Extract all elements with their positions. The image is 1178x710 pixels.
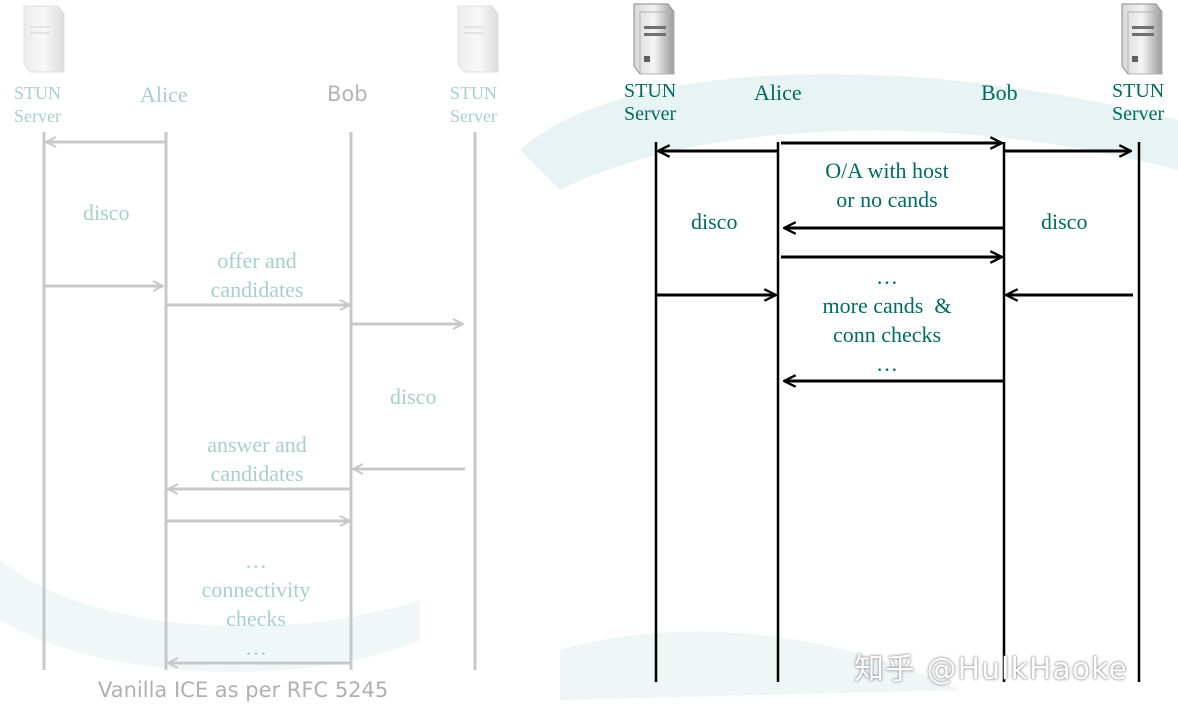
label-line: … bbox=[245, 548, 267, 573]
alice-label: Alice bbox=[140, 82, 188, 107]
disco-label: disco bbox=[390, 384, 437, 409]
label-line: offer and bbox=[217, 248, 297, 273]
label-line: STUN bbox=[450, 83, 498, 103]
disco-label-right: disco bbox=[1041, 209, 1088, 234]
checks-label: … connectivity checks … bbox=[186, 546, 326, 662]
server-icon bbox=[23, 5, 65, 73]
label-line: Server bbox=[14, 106, 61, 126]
label-line: … bbox=[245, 635, 267, 660]
label-line: Server bbox=[624, 103, 677, 125]
background-swoosh bbox=[0, 74, 1178, 700]
label-line: STUN bbox=[14, 83, 62, 103]
oa-label: O/A with host or no cands bbox=[792, 156, 982, 214]
answer-label: answer and candidates bbox=[198, 430, 316, 488]
label-line: or no cands bbox=[836, 187, 938, 212]
label-line: checks bbox=[226, 606, 286, 631]
label-line: STUN bbox=[1112, 80, 1165, 102]
left-panel bbox=[23, 5, 499, 670]
watermark: 知乎 @HulkHaoke bbox=[854, 652, 1128, 687]
label-line: conn checks bbox=[832, 322, 942, 347]
disco-label: disco bbox=[83, 200, 130, 225]
bob-label: Bob bbox=[327, 82, 368, 106]
label-line: O/A with host bbox=[825, 158, 949, 183]
label-line: connectivity bbox=[201, 577, 311, 602]
label-line: candidates bbox=[210, 461, 304, 486]
offer-label: offer and candidates bbox=[198, 246, 316, 304]
server-icon bbox=[457, 5, 499, 73]
alice-label: Alice bbox=[754, 80, 802, 105]
server-icon bbox=[1121, 3, 1163, 75]
stun-server-label-left: STUN Server bbox=[14, 82, 61, 128]
label-line: … bbox=[876, 264, 898, 289]
label-line: Server bbox=[450, 106, 497, 126]
stun-server-label-right: STUN Server bbox=[450, 82, 497, 128]
diagram-caption: Vanilla ICE as per RFC 5245 bbox=[98, 678, 389, 702]
bob-label: Bob bbox=[981, 80, 1018, 105]
stun-server-label-right: STUN Server bbox=[1112, 80, 1164, 126]
more-cands-label: … more cands & conn checks … bbox=[797, 262, 977, 378]
server-icon bbox=[633, 3, 675, 75]
label-line: answer and bbox=[207, 432, 307, 457]
label-line: Server bbox=[1112, 103, 1165, 125]
right-panel bbox=[633, 3, 1163, 682]
label-line: … bbox=[876, 351, 898, 376]
label-line: more cands & bbox=[822, 293, 952, 318]
label-line: STUN bbox=[624, 80, 677, 102]
stun-server-label-left: STUN Server bbox=[624, 80, 676, 126]
label-line: candidates bbox=[210, 277, 304, 302]
disco-label-left: disco bbox=[691, 209, 738, 234]
